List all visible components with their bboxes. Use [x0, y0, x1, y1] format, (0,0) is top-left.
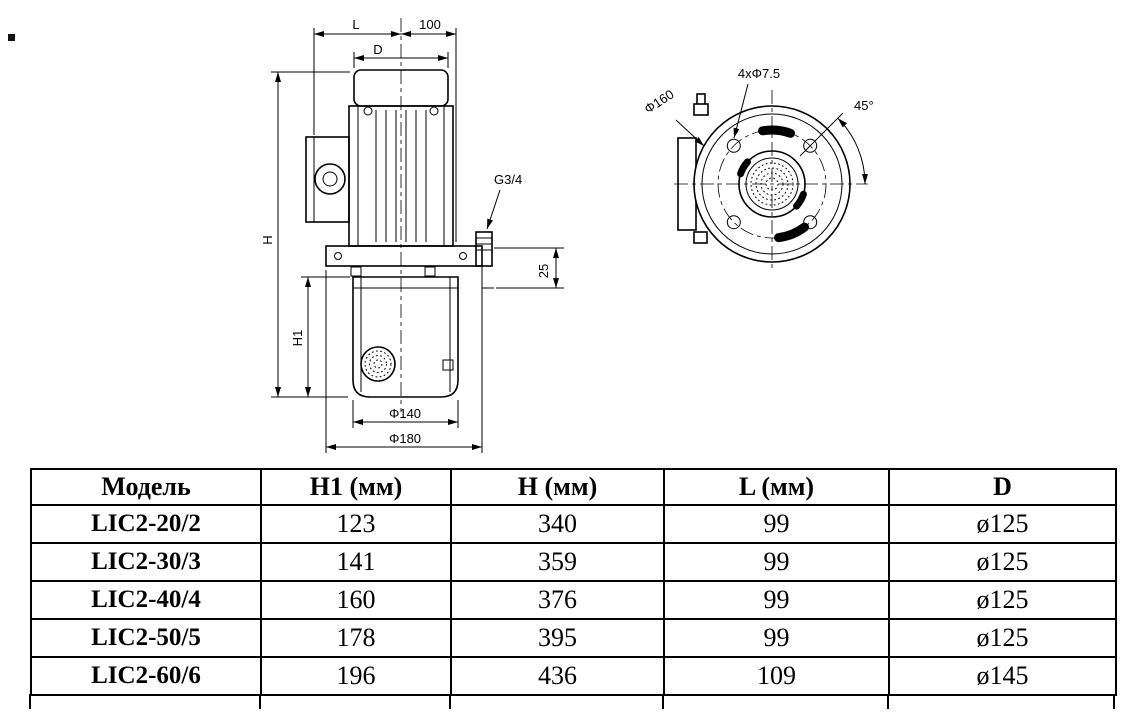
table-header-row: Модель H1 (мм) H (мм) L (мм) D	[30, 468, 1117, 506]
column-divider-tick	[449, 694, 451, 709]
cell-l: 99	[663, 542, 890, 582]
col-header-d: D	[888, 468, 1117, 506]
cell-h1: 123	[260, 504, 452, 544]
dim-label-L: L	[352, 17, 359, 32]
table-cropped-row	[0, 694, 1121, 710]
scan-artifact-mark	[8, 34, 15, 41]
cell-l: 109	[663, 656, 890, 696]
column-divider-tick	[662, 694, 664, 709]
suction-strainer	[360, 346, 396, 382]
cell-h: 436	[450, 656, 665, 696]
table-row: LIC2-50/5 178 395 99 ø125	[30, 618, 1117, 658]
cell-h: 359	[450, 542, 665, 582]
column-divider-tick	[259, 694, 261, 709]
cell-h1: 178	[260, 618, 452, 658]
column-divider-tick	[29, 694, 31, 709]
col-header-model: Модель	[30, 468, 262, 506]
cell-d: ø125	[888, 504, 1117, 544]
dim-label-H: H	[260, 235, 275, 244]
callout-phi160: Φ160	[641, 86, 705, 147]
cell-l: 99	[663, 504, 890, 544]
table-row: LIC2-60/6 196 436 109 ø145	[30, 656, 1117, 696]
cell-model: LIC2-20/2	[30, 504, 262, 544]
col-header-l: L (мм)	[663, 468, 890, 506]
dimension-phi180: Φ180	[325, 270, 483, 453]
column-divider-tick	[887, 694, 889, 709]
dim-label-phi180: Φ180	[389, 431, 421, 446]
cell-d: ø125	[888, 580, 1117, 620]
dimension-top: L 100 D	[313, 17, 457, 242]
mounting-flange	[325, 245, 483, 267]
dim-label-phi160: Φ160	[641, 86, 676, 116]
dimension-25: 25	[494, 247, 564, 289]
cell-model: LIC2-40/4	[30, 580, 262, 620]
cell-model: LIC2-50/5	[30, 618, 262, 658]
motor-body	[348, 69, 454, 247]
table-row: LIC2-20/2 123 340 99 ø125	[30, 504, 1117, 544]
cell-model: LIC2-30/3	[30, 542, 262, 582]
table-row: LIC2-40/4 160 376 99 ø125	[30, 580, 1117, 620]
technical-drawings: L 100 D G3/4 25	[260, 17, 874, 453]
inlet-port	[305, 136, 350, 223]
cell-h: 340	[450, 504, 665, 544]
dim-label-H1: H1	[290, 330, 305, 347]
dim-label-4xphi7-5: 4xΦ7.5	[738, 66, 780, 81]
cell-h: 395	[450, 618, 665, 658]
pump-body	[350, 266, 459, 398]
cell-model: LIC2-60/6	[30, 656, 262, 696]
dimension-g34: G3/4	[486, 172, 522, 230]
cell-d: ø125	[888, 542, 1117, 582]
dim-label-G34: G3/4	[494, 172, 522, 187]
dim-label-phi140: Φ140	[389, 406, 421, 421]
callout-bolt-holes: 4xΦ7.5	[733, 66, 780, 139]
dim-label-45deg: 45°	[854, 98, 874, 113]
column-divider-tick	[1113, 694, 1115, 709]
discharge-fitting	[475, 231, 494, 289]
cell-h: 376	[450, 580, 665, 620]
pump-top-view-drawing: 4xΦ7.5 Φ160 45°	[641, 66, 874, 268]
pump-side-view-drawing: L 100 D G3/4 25	[260, 17, 564, 453]
cell-l: 99	[663, 580, 890, 620]
dim-label-100: 100	[419, 17, 441, 32]
col-header-h: H (мм)	[450, 468, 665, 506]
cell-h1: 196	[260, 656, 452, 696]
col-header-h1: H1 (мм)	[260, 468, 452, 506]
dimensions-table: Модель H1 (мм) H (мм) L (мм) D LIC2-20/2…	[30, 468, 1117, 696]
cell-d: ø125	[888, 618, 1117, 658]
dim-label-D: D	[373, 42, 382, 57]
dim-label-25: 25	[536, 264, 551, 278]
cell-h1: 141	[260, 542, 452, 582]
dimension-H1: H1	[290, 276, 350, 397]
dimension-phi140: Φ140	[352, 400, 459, 428]
dimension-H: H	[260, 71, 350, 398]
bolt-holes	[726, 125, 818, 243]
cell-d: ø145	[888, 656, 1117, 696]
table-row: LIC2-30/3 141 359 99 ø125	[30, 542, 1117, 582]
cell-h1: 160	[260, 580, 452, 620]
cell-l: 99	[663, 618, 890, 658]
callout-45deg: 45°	[799, 98, 874, 185]
